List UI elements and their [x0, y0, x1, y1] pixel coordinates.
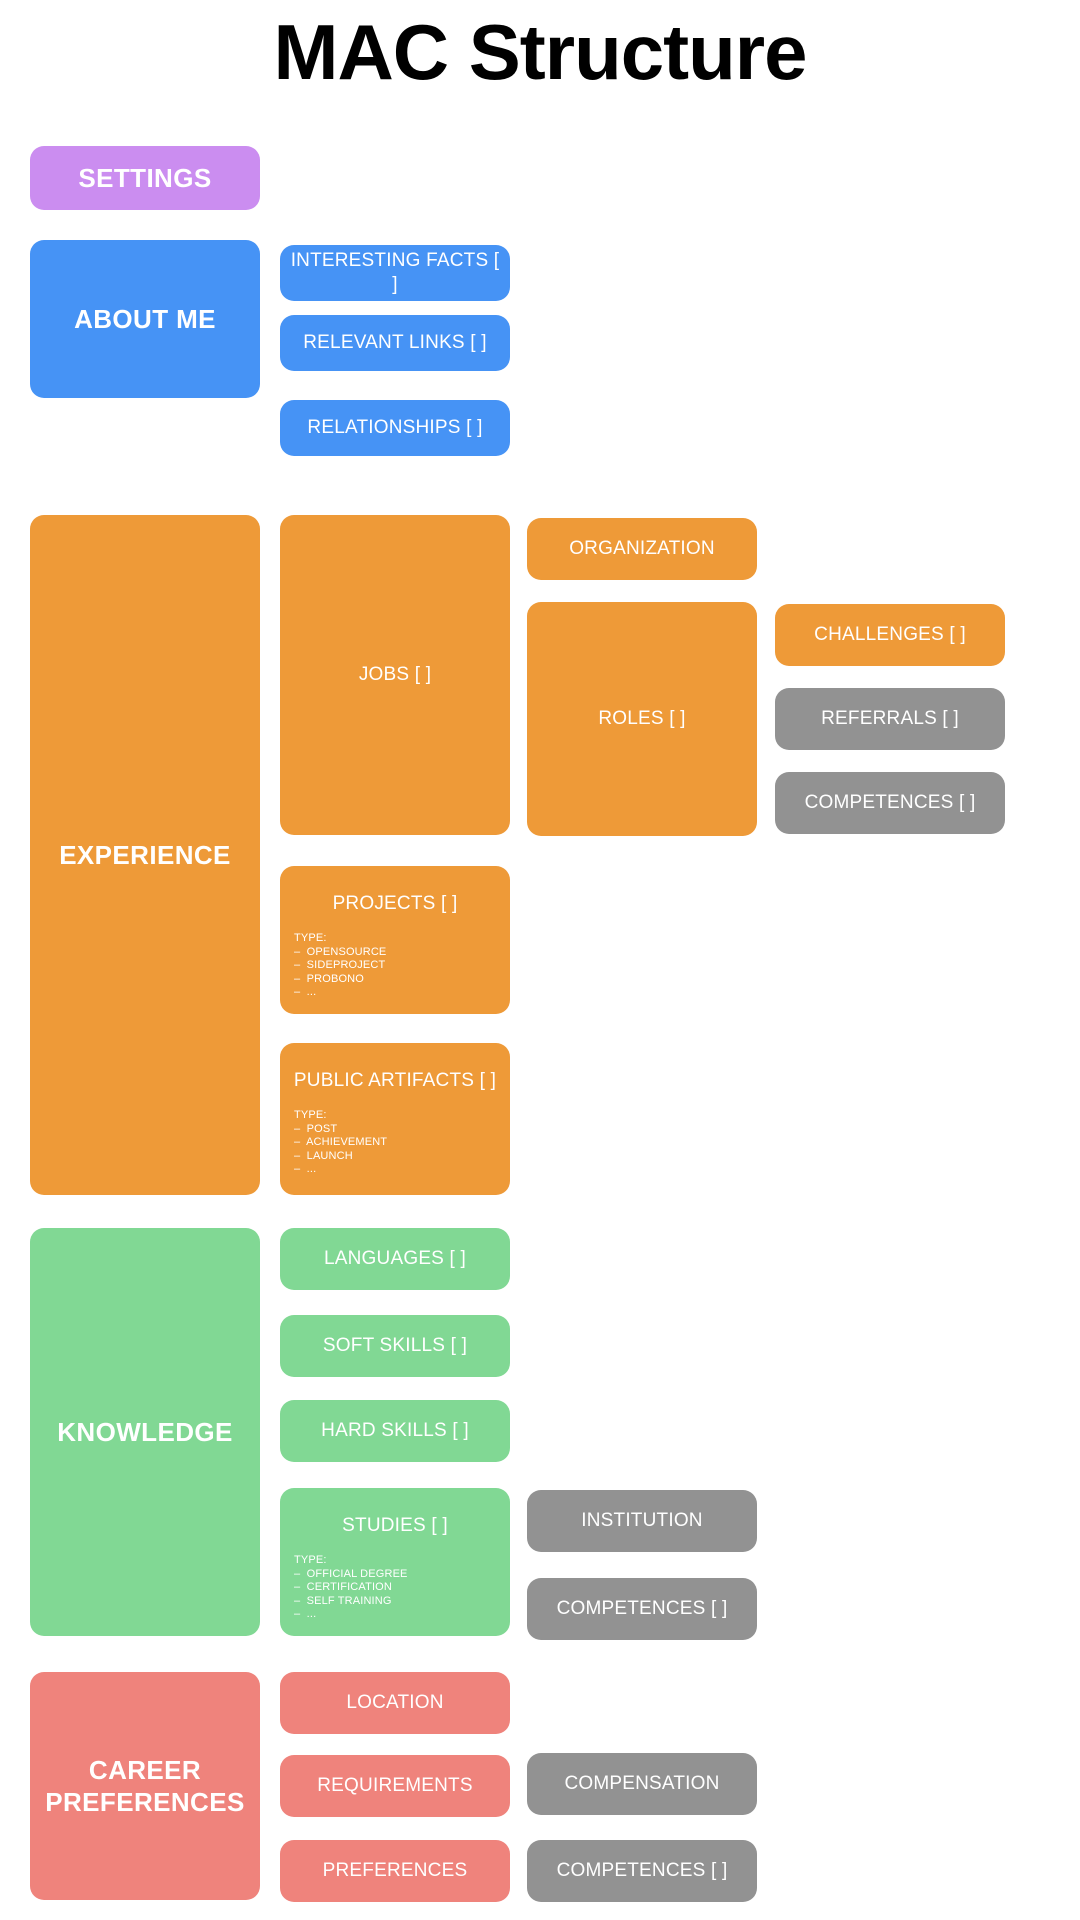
node-projects[interactable]: PROJECTS [ ] TYPE: – OPENSOURCE – SIDEPR… [280, 866, 510, 1014]
node-studies[interactable]: STUDIES [ ] TYPE: – OFFICIAL DEGREE – CE… [280, 1488, 510, 1636]
node-languages[interactable]: LANGUAGES [ ] [280, 1228, 510, 1290]
node-languages-label: LANGUAGES [ ] [324, 1248, 466, 1269]
studies-type-list: TYPE: – OFFICIAL DEGREE – CERTIFICATION … [280, 1554, 510, 1622]
node-relationships[interactable]: RELATIONSHIPS [ ] [280, 400, 510, 456]
node-jobs-label: JOBS [ ] [358, 664, 432, 685]
node-career-preferences-label: CAREER PREFERENCES [45, 1755, 245, 1817]
node-roles-label: ROLES [ ] [598, 708, 686, 729]
node-competences-knowledge-label: COMPETENCES [ ] [556, 1598, 728, 1619]
node-preferences[interactable]: PREFERENCES [280, 1840, 510, 1902]
studies-type-item: – OFFICIAL DEGREE [294, 1567, 408, 1580]
node-knowledge[interactable]: KNOWLEDGE [30, 1228, 260, 1636]
node-public-artifacts[interactable]: PUBLIC ARTIFACTS [ ] TYPE: – POST – ACHI… [280, 1043, 510, 1195]
node-settings[interactable]: SETTINGS [30, 146, 260, 210]
node-compensation[interactable]: COMPENSATION [527, 1753, 757, 1815]
node-organization-label: ORGANIZATION [569, 538, 715, 559]
node-experience[interactable]: EXPERIENCE [30, 515, 260, 1195]
node-referrals-label: REFERRALS [ ] [821, 708, 959, 729]
node-competences-career[interactable]: COMPETENCES [ ] [527, 1840, 757, 1902]
node-location-label: LOCATION [346, 1692, 444, 1713]
node-preferences-label: PREFERENCES [322, 1860, 468, 1881]
node-career-preferences[interactable]: CAREER PREFERENCES [30, 1672, 260, 1900]
public-artifacts-type-list: TYPE: – POST – ACHIEVEMENT – LAUNCH – ..… [280, 1109, 510, 1177]
node-settings-label: SETTINGS [78, 163, 212, 193]
node-relevant-links[interactable]: RELEVANT LINKS [ ] [280, 315, 510, 371]
node-interesting-facts[interactable]: INTERESTING FACTS [ ] [280, 245, 510, 301]
node-hard-skills-label: HARD SKILLS [ ] [321, 1420, 469, 1441]
node-knowledge-label: KNOWLEDGE [57, 1417, 233, 1447]
public-artifacts-type-item: – ... [294, 1163, 317, 1175]
projects-type-item: – OPENSOURCE [294, 945, 387, 958]
node-public-artifacts-label: PUBLIC ARTIFACTS [ ] [293, 1070, 497, 1091]
node-about-me-label: ABOUT ME [74, 304, 216, 334]
node-requirements-label: REQUIREMENTS [317, 1775, 473, 1796]
node-organization[interactable]: ORGANIZATION [527, 518, 757, 580]
projects-type-heading: TYPE: [294, 932, 327, 944]
node-projects-label: PROJECTS [ ] [332, 893, 458, 914]
node-competences-experience-label: COMPETENCES [ ] [804, 792, 976, 813]
node-referrals[interactable]: REFERRALS [ ] [775, 688, 1005, 750]
node-competences-knowledge[interactable]: COMPETENCES [ ] [527, 1578, 757, 1640]
node-compensation-label: COMPENSATION [564, 1773, 720, 1794]
node-soft-skills-label: SOFT SKILLS [ ] [322, 1335, 468, 1356]
projects-type-item: – PROBONO [294, 972, 364, 985]
studies-type-item: – ... [294, 1608, 317, 1620]
studies-type-heading: TYPE: [294, 1554, 327, 1566]
public-artifacts-type-heading: TYPE: [294, 1109, 327, 1121]
studies-type-item: – SELF TRAINING [294, 1594, 392, 1607]
node-institution-label: INSTITUTION [581, 1510, 703, 1531]
public-artifacts-type-item: – ACHIEVEMENT [294, 1136, 388, 1148]
node-location[interactable]: LOCATION [280, 1672, 510, 1734]
node-studies-label: STUDIES [ ] [342, 1515, 448, 1536]
node-institution[interactable]: INSTITUTION [527, 1490, 757, 1552]
node-experience-label: EXPERIENCE [59, 840, 231, 870]
projects-type-item: – SIDEPROJECT [294, 959, 386, 971]
node-interesting-facts-label: INTERESTING FACTS [ ] [290, 250, 500, 295]
node-hard-skills[interactable]: HARD SKILLS [ ] [280, 1400, 510, 1462]
node-relationships-label: RELATIONSHIPS [ ] [307, 417, 483, 438]
node-requirements[interactable]: REQUIREMENTS [280, 1755, 510, 1817]
projects-type-list: TYPE: – OPENSOURCE – SIDEPROJECT – PROBO… [280, 932, 510, 1000]
node-relevant-links-label: RELEVANT LINKS [ ] [303, 332, 487, 353]
node-roles[interactable]: ROLES [ ] [527, 602, 757, 836]
node-about-me[interactable]: ABOUT ME [30, 240, 260, 398]
studies-type-item: – CERTIFICATION [294, 1581, 392, 1593]
public-artifacts-type-item: – POST [294, 1122, 338, 1135]
node-competences-career-label: COMPETENCES [ ] [556, 1860, 728, 1881]
projects-type-item: – ... [294, 986, 317, 998]
page-title: MAC Structure [273, 8, 807, 96]
node-competences-experience[interactable]: COMPETENCES [ ] [775, 772, 1005, 834]
node-soft-skills[interactable]: SOFT SKILLS [ ] [280, 1315, 510, 1377]
public-artifacts-type-item: – LAUNCH [294, 1149, 353, 1162]
node-challenges-label: CHALLENGES [ ] [814, 624, 966, 645]
node-challenges[interactable]: CHALLENGES [ ] [775, 604, 1005, 666]
node-jobs[interactable]: JOBS [ ] [280, 515, 510, 835]
